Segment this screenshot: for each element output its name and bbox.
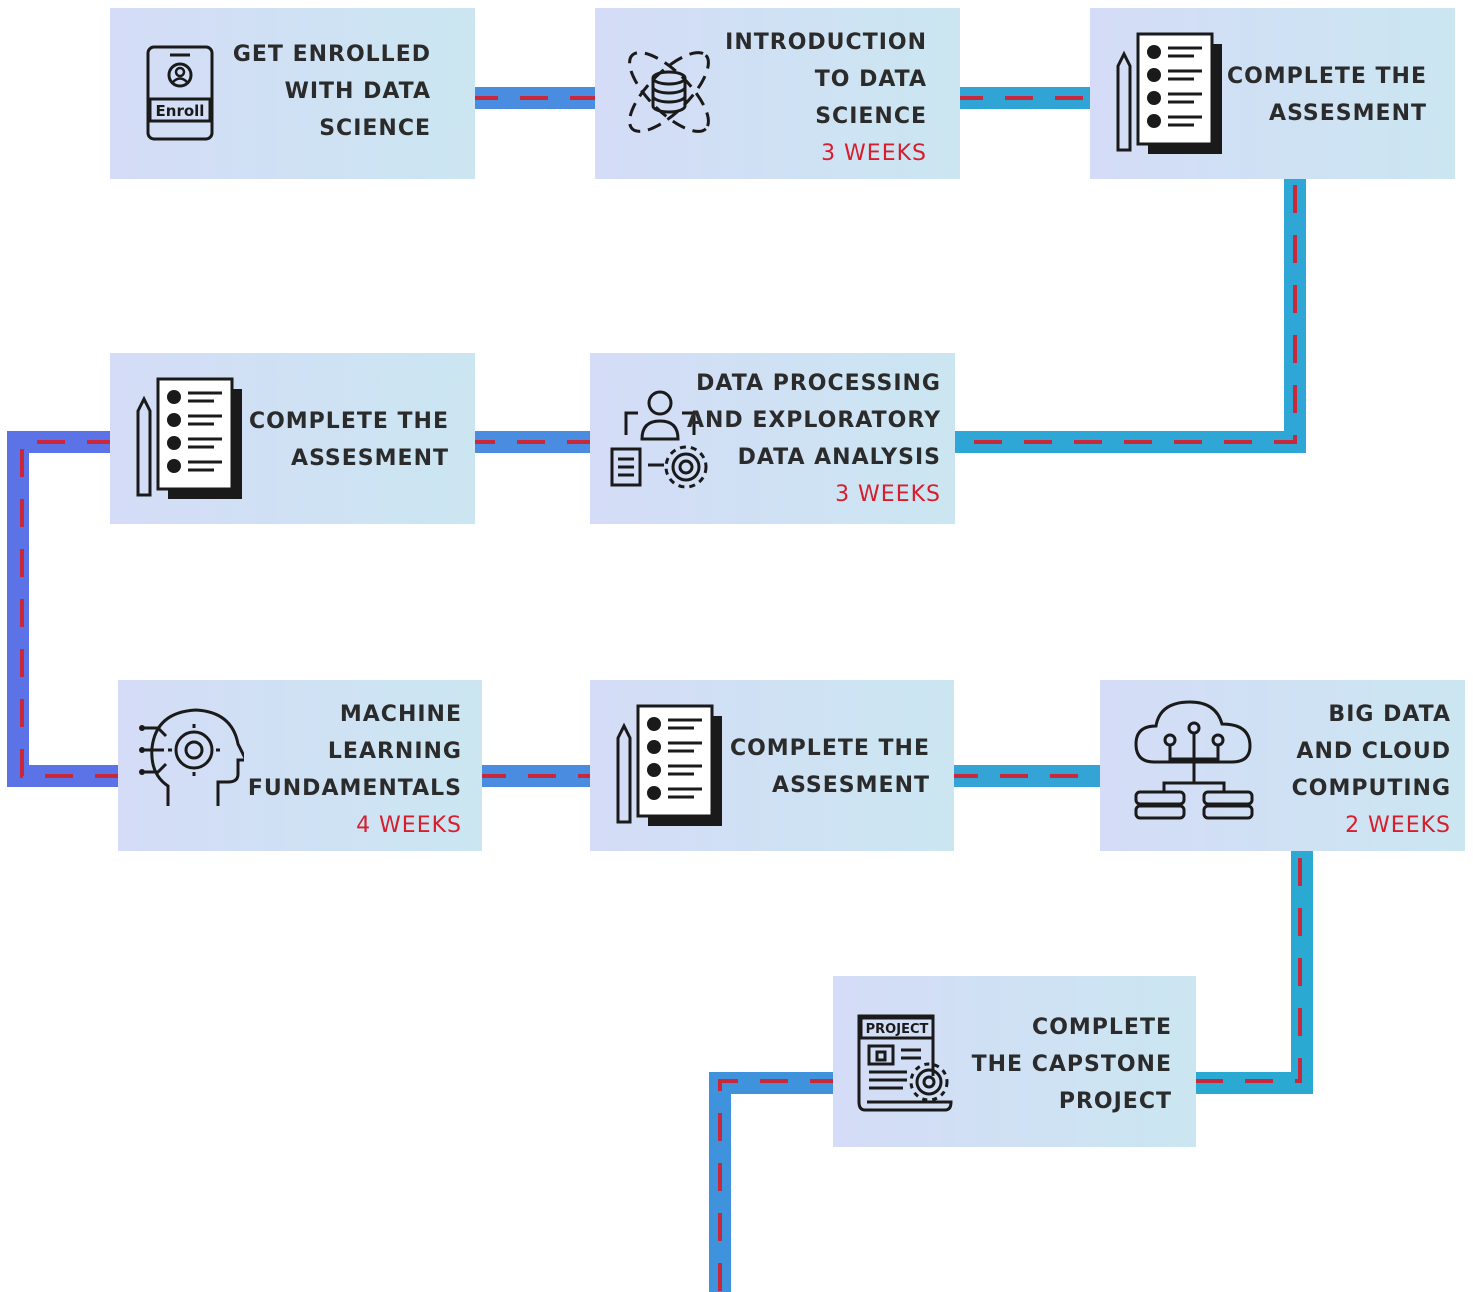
data-processing-icon (608, 387, 712, 495)
step-title-line: MACHINE (339, 702, 462, 727)
connector-3-4 (950, 175, 1306, 453)
step-duration: 3 WEEKS (821, 141, 927, 166)
step-title: COMPLETE THE CAPSTONE PROJECT (972, 1009, 1172, 1120)
cloud-servers-icon (1132, 698, 1256, 828)
step-title-line: TO DATA (814, 67, 927, 92)
checklist-icon (614, 702, 726, 834)
step-title-line: DATA PROCESSING (696, 371, 941, 396)
step-title: GET ENROLLED WITH DATA SCIENCE (233, 36, 431, 147)
step-card-complete-assesment-2: COMPLETE THE ASSESMENT (110, 353, 475, 524)
database-orbit-icon (613, 36, 725, 152)
step-duration: 4 WEEKS (356, 813, 462, 838)
step-title-line: SCIENCE (815, 104, 927, 129)
step-title-line: COMPLETE THE (729, 736, 930, 761)
enroll-icon: Enroll (140, 43, 220, 147)
step-card-data-processing-eda: DATA PROCESSING AND EXPLORATORY DATA ANA… (590, 353, 955, 524)
step-title-line: LEARNING (327, 739, 462, 764)
checklist-icon (1114, 30, 1226, 162)
step-title-line: WITH DATA (284, 79, 431, 104)
step-duration: 2 WEEKS (1345, 813, 1451, 838)
step-title-line: THE CAPSTONE (971, 1052, 1172, 1077)
step-title-line: COMPLETE THE (1226, 64, 1427, 89)
step-title: COMPLETE THE ASSESMENT (249, 403, 449, 477)
project-icon-label: PROJECT (866, 1022, 929, 1037)
step-card-introduction-to-data-science: INTRODUCTION TO DATA SCIENCE 3 WEEKS (595, 8, 960, 179)
step-title-line: ASSESMENT (291, 446, 449, 471)
step-title-line: SCIENCE (319, 116, 431, 141)
step-title-line: COMPLETE (1032, 1015, 1172, 1040)
step-title: MACHINE LEARNING FUNDAMENTALS 4 WEEKS (248, 696, 462, 844)
step-title-line: BIG DATA (1328, 702, 1451, 727)
step-title-line: COMPUTING (1291, 776, 1451, 801)
step-title-line: ASSESMENT (772, 773, 930, 798)
checklist-icon (134, 375, 246, 507)
step-title-line: ASSESMENT (1269, 101, 1427, 126)
step-title: INTRODUCTION TO DATA SCIENCE 3 WEEKS (725, 24, 927, 172)
step-title-line: GET ENROLLED (232, 42, 431, 67)
ai-head-gear-icon (138, 706, 249, 816)
project-document-icon: PROJECT (857, 1012, 957, 1120)
enroll-icon-label: Enroll (156, 102, 205, 120)
step-card-big-data-cloud-computing: BIG DATA AND CLOUD COMPUTING 2 WEEKS (1100, 680, 1465, 851)
step-title-line: COMPLETE THE (248, 409, 449, 434)
step-title-line: AND CLOUD (1296, 739, 1451, 764)
step-card-complete-assesment-1: COMPLETE THE ASSESMENT (1090, 8, 1455, 179)
step-title-line: AND EXPLORATORY (686, 408, 941, 433)
step-title-line: FUNDAMENTALS (247, 776, 462, 801)
step-title-line: INTRODUCTION (725, 30, 927, 55)
step-title: COMPLETE THE ASSESMENT (730, 730, 930, 804)
step-title: COMPLETE THE ASSESMENT (1227, 58, 1427, 132)
connector-5-6 (7, 431, 120, 787)
step-title-line: PROJECT (1058, 1089, 1172, 1114)
step-title-line: DATA ANALYSIS (737, 445, 941, 470)
step-card-machine-learning-fundamentals: MACHINE LEARNING FUNDAMENTALS 4 WEEKS (118, 680, 482, 851)
step-card-get-enrolled: Enroll GET ENROLLED WITH DATA SCIENCE (110, 8, 475, 179)
step-title: BIG DATA AND CLOUD COMPUTING 2 WEEKS (1292, 696, 1451, 844)
connector-9-end (709, 1072, 838, 1292)
connector-8-9 (1190, 848, 1313, 1094)
step-card-complete-assesment-3: COMPLETE THE ASSESMENT (590, 680, 954, 851)
step-card-capstone-project: PROJECT COMPLETE THE CAPSTONE PROJECT (833, 976, 1196, 1147)
step-duration: 3 WEEKS (835, 482, 941, 507)
step-title: DATA PROCESSING AND EXPLORATORY DATA ANA… (687, 365, 941, 513)
